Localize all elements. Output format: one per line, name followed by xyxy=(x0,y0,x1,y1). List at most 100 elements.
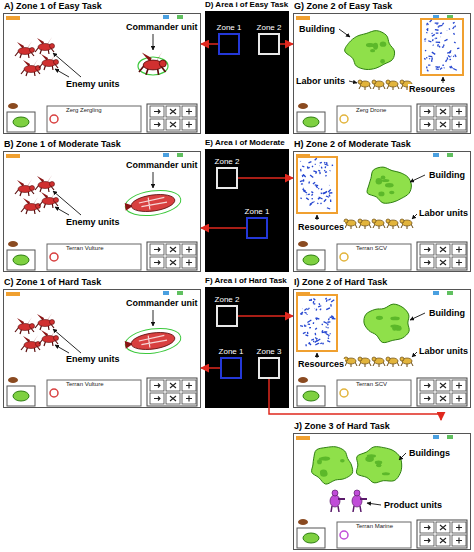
command-glyph xyxy=(456,247,462,253)
resource-crystal xyxy=(320,193,322,194)
resource-crystal xyxy=(450,59,452,61)
minimap-blob xyxy=(303,117,319,127)
command-button xyxy=(166,106,180,117)
command-glyph xyxy=(456,122,462,128)
resource-crystal xyxy=(318,188,320,190)
resource-crystal xyxy=(308,181,310,183)
command-glyph xyxy=(186,122,192,128)
leader-line xyxy=(410,175,425,182)
resource-crystal xyxy=(309,343,311,345)
resource-crystal xyxy=(431,32,433,34)
resource-crystal xyxy=(309,300,312,301)
enemy-unit xyxy=(15,179,35,196)
leader-line xyxy=(55,345,69,353)
top-icon xyxy=(447,435,453,439)
command-glyph xyxy=(424,110,430,114)
unit-head xyxy=(354,490,360,496)
panel-frame xyxy=(4,14,201,134)
labor-unit xyxy=(386,80,399,90)
unit-head xyxy=(400,219,404,223)
top-icon xyxy=(163,15,169,19)
resource-crystal xyxy=(310,202,314,204)
resource-crystal xyxy=(324,162,326,163)
resource-crystal xyxy=(318,170,320,172)
zone-label: Zone 1 xyxy=(241,207,273,216)
resource-crystal xyxy=(327,327,329,328)
command-button xyxy=(166,119,180,130)
unit-head xyxy=(159,60,166,67)
resource-crystal xyxy=(449,28,451,29)
resource-crystal xyxy=(315,333,317,335)
resource-crystal xyxy=(314,164,316,165)
enemy-unit xyxy=(35,175,55,192)
zone-label: Zone 1 xyxy=(213,23,245,32)
resource-crystal xyxy=(436,68,439,70)
unit-gun xyxy=(338,498,345,500)
resource-crystal xyxy=(437,44,439,46)
command-button xyxy=(150,393,164,404)
enemy-unit xyxy=(35,37,55,54)
unit-head xyxy=(372,219,376,223)
building-spot xyxy=(389,191,394,195)
zone-panel: I) Zone 2 of Hard TaskResourcesBuildingL… xyxy=(293,276,471,408)
leader-line xyxy=(339,29,350,37)
unit-name: Terran Marine xyxy=(355,523,394,530)
area-title: E) Area i of Moderate Task xyxy=(205,138,289,156)
resource-field xyxy=(297,157,337,213)
resource-crystal xyxy=(308,194,310,196)
building-spot xyxy=(382,179,390,182)
area-ground xyxy=(205,287,289,408)
resource-crystal xyxy=(314,308,315,310)
command-button xyxy=(436,244,450,255)
panel-frame xyxy=(294,290,471,408)
resource-crystal xyxy=(444,39,447,41)
resource-crystal xyxy=(322,331,326,333)
info-box xyxy=(47,244,141,270)
command-button xyxy=(436,393,450,404)
leader-line xyxy=(53,191,81,215)
selection-ring xyxy=(138,57,168,75)
building-spot xyxy=(380,42,387,47)
resource-crystal xyxy=(317,202,319,204)
hud-icon xyxy=(8,241,18,247)
command-button xyxy=(182,380,196,391)
zone-square xyxy=(216,167,238,189)
resource-crystal xyxy=(320,203,322,204)
resource-crystal xyxy=(450,66,451,68)
hud-icon xyxy=(298,519,308,525)
resource-crystal xyxy=(446,60,447,62)
labor-unit xyxy=(358,80,371,90)
unit-body xyxy=(130,330,176,352)
resource-crystal xyxy=(324,170,326,171)
panel-frame xyxy=(4,152,201,272)
resource-crystal xyxy=(435,22,439,23)
resource-crystal xyxy=(310,175,313,177)
command-card xyxy=(417,242,467,270)
resource-crystal xyxy=(431,58,433,60)
resource-crystal xyxy=(304,176,306,177)
command-button xyxy=(166,244,180,255)
info-box xyxy=(337,106,411,132)
leader-line xyxy=(317,353,318,358)
unit-name: Terran SCV xyxy=(355,381,388,388)
top-icon xyxy=(296,436,310,440)
resource-crystal xyxy=(324,322,328,324)
labor-unit xyxy=(400,357,413,367)
panel-frame xyxy=(294,434,471,550)
resource-crystal xyxy=(319,197,323,199)
resource-crystal xyxy=(327,338,329,339)
zone-panel: G) Zone 2 of Easy TaskBuildingLabor unit… xyxy=(293,0,471,134)
zone-label: Zone 2 xyxy=(211,295,243,304)
resource-crystal xyxy=(324,199,326,201)
resource-crystal xyxy=(424,38,426,40)
resource-crystal xyxy=(331,316,334,318)
command-glyph xyxy=(424,261,430,265)
zone-panel: H) Zone 2 of Moderate TaskResourcesBuild… xyxy=(293,138,471,272)
resource-crystal xyxy=(332,165,333,167)
resource-crystal xyxy=(450,55,452,57)
enemy-unit xyxy=(21,335,41,352)
resource-crystal xyxy=(427,23,429,25)
labor-unit xyxy=(344,357,357,367)
command-glyph xyxy=(440,383,446,388)
